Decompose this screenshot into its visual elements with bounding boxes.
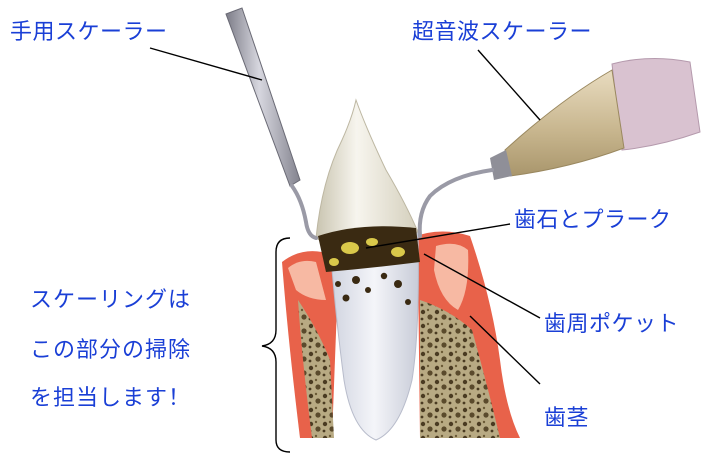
label-hand-scaler: 手用スケーラー: [10, 20, 168, 46]
tooth-crown: [316, 100, 418, 246]
label-gum: 歯茎: [544, 406, 589, 432]
note-line-2: この部分の掃除: [30, 338, 191, 364]
label-periodontal-pocket: 歯周ポケット: [544, 312, 679, 338]
hand-scaler-tool: [226, 8, 316, 238]
note-line-1: スケーリングは: [30, 288, 191, 314]
label-calculus-plaque: 歯石とプラーク: [514, 208, 672, 234]
leader-ultrasonic-scaler: [478, 50, 540, 120]
note-line-3: を担当します！: [30, 386, 191, 412]
label-ultrasonic-scaler: 超音波スケーラー: [412, 20, 592, 46]
